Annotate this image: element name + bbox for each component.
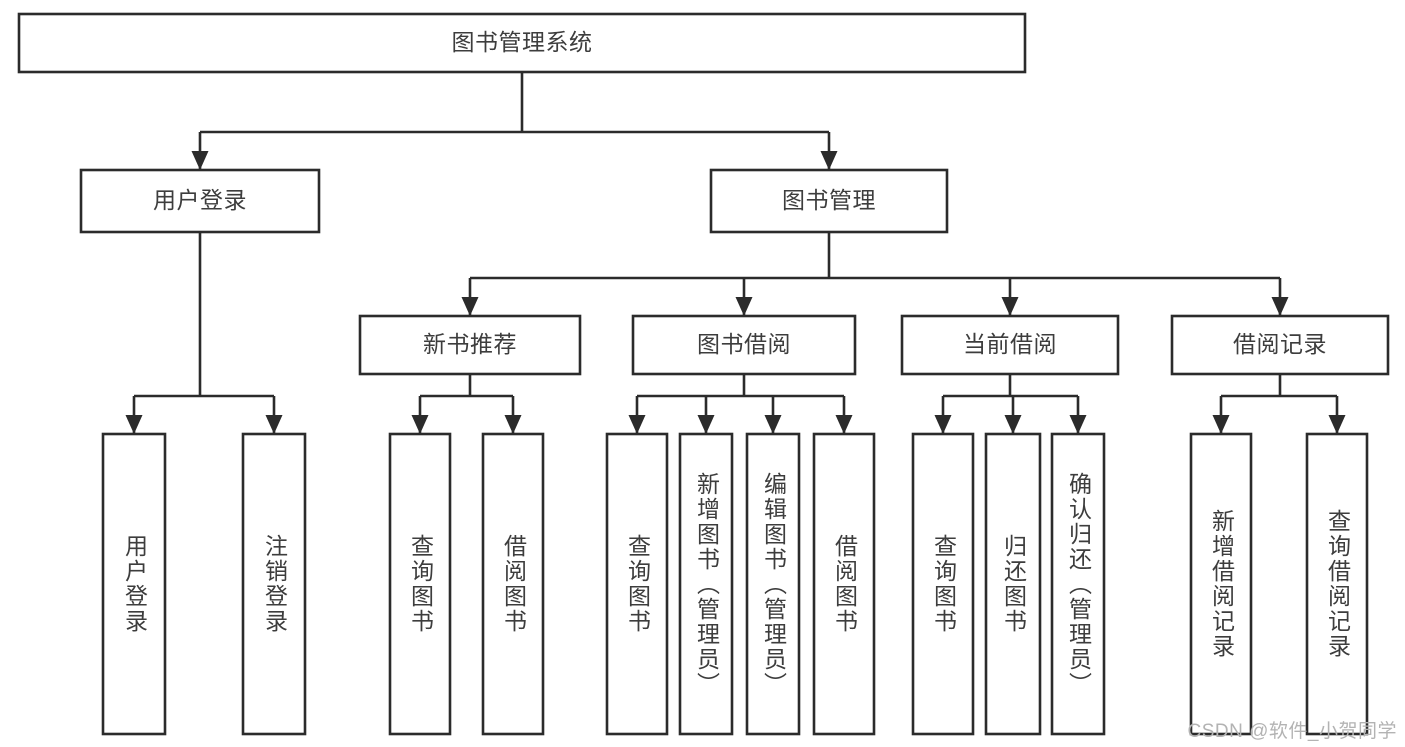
node-box-leaf-edit-book-admin[interactable]: [745, 432, 801, 736]
node-box-leaf-logout-login[interactable]: [241, 432, 307, 736]
node-box-user-login[interactable]: [79, 168, 321, 234]
arrow-head-icon: [1001, 297, 1019, 316]
arrow-head-icon: [735, 297, 753, 316]
node-box-leaf-query-book-1[interactable]: [388, 432, 452, 736]
node-box-leaf-borrow-book-2[interactable]: [812, 432, 876, 736]
arrow-head-icon: [628, 415, 646, 434]
arrow-head-icon: [1328, 415, 1346, 434]
arrow-head-icon: [191, 151, 209, 170]
arrow-head-icon: [1212, 415, 1230, 434]
connector-edges-layer: [125, 72, 1346, 434]
node-box-root[interactable]: [17, 12, 1027, 74]
node-box-borrow-record[interactable]: [1170, 314, 1390, 376]
node-box-leaf-add-book-admin[interactable]: [678, 432, 734, 736]
arrow-head-icon: [125, 415, 143, 434]
node-box-leaf-add-borrow-record[interactable]: [1189, 432, 1253, 736]
arrow-head-icon: [1004, 415, 1022, 434]
node-box-leaf-user-login[interactable]: [101, 432, 167, 736]
node-box-current-borrow[interactable]: [900, 314, 1120, 376]
arrow-head-icon: [504, 415, 522, 434]
arrow-head-icon: [411, 415, 429, 434]
arrow-head-icon: [835, 415, 853, 434]
node-box-book-borrow[interactable]: [631, 314, 857, 376]
arrow-head-icon: [1271, 297, 1289, 316]
node-box-leaf-borrow-book-1[interactable]: [481, 432, 545, 736]
arrow-head-icon: [820, 151, 838, 170]
node-box-leaf-query-book-3[interactable]: [911, 432, 975, 736]
node-box-leaf-return-book[interactable]: [984, 432, 1042, 736]
node-box-leaf-query-book-2[interactable]: [605, 432, 669, 736]
node-box-new-book-recommend[interactable]: [358, 314, 582, 376]
arrow-head-icon: [1069, 415, 1087, 434]
node-boxes-layer: [17, 12, 1390, 736]
arrow-head-icon: [764, 415, 782, 434]
node-box-leaf-confirm-return[interactable]: [1050, 432, 1106, 736]
node-box-leaf-query-borrow-record[interactable]: [1305, 432, 1369, 736]
arrow-head-icon: [934, 415, 952, 434]
arrow-head-icon: [265, 415, 283, 434]
arrow-head-icon: [697, 415, 715, 434]
node-box-book-management[interactable]: [709, 168, 949, 234]
arrow-head-icon: [461, 297, 479, 316]
